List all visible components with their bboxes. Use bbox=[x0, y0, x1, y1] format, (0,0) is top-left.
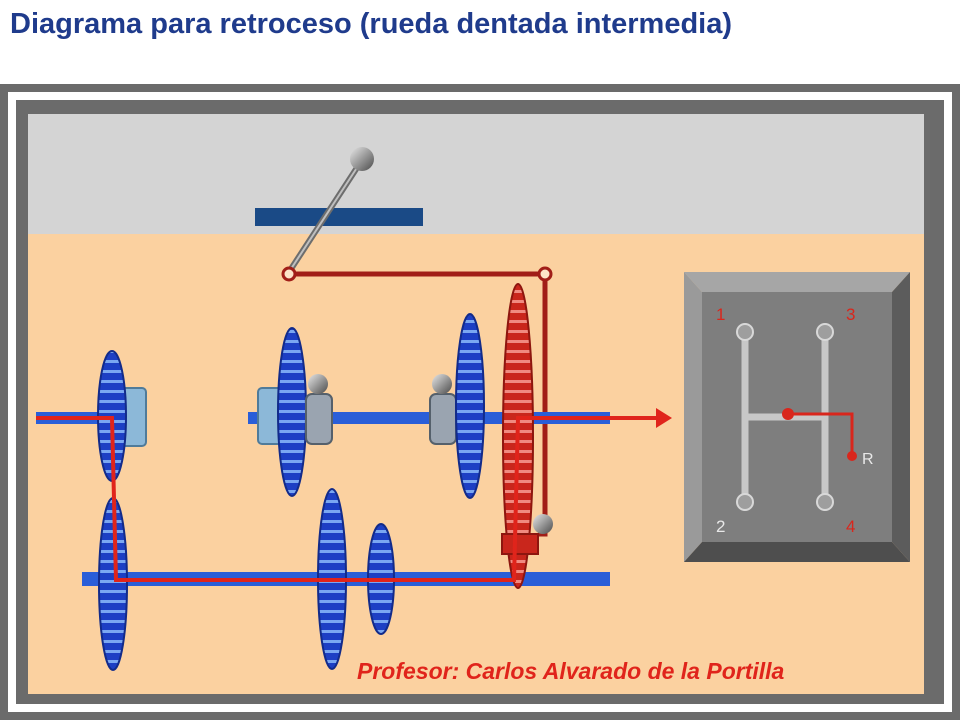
main-gear-2 bbox=[455, 313, 485, 499]
reverse-idler-sleeve bbox=[501, 533, 539, 555]
shift-pattern-panel: 1 3 2 4 R bbox=[684, 272, 910, 562]
reverse-gear-diagram: 1 3 2 4 R bbox=[0, 84, 960, 720]
reverse-fork-ball bbox=[533, 514, 553, 534]
main-gear-1 bbox=[277, 327, 307, 497]
sliding-collar bbox=[429, 393, 457, 445]
shift-linkage bbox=[289, 271, 548, 537]
reverse-shift-path bbox=[788, 412, 854, 456]
sliding-collar bbox=[305, 393, 333, 445]
power-flow-path bbox=[36, 416, 660, 582]
shift-fork-ball bbox=[432, 374, 452, 394]
shift-fork-ball bbox=[308, 374, 328, 394]
top-panel bbox=[28, 114, 924, 234]
reverse-position bbox=[847, 451, 857, 461]
lever-guide-slot bbox=[255, 208, 423, 226]
gear-label-1: 1 bbox=[716, 305, 725, 324]
gear-label-2: 2 bbox=[716, 517, 725, 536]
lever-knob bbox=[350, 147, 374, 171]
gear-label-3: 3 bbox=[846, 305, 855, 324]
page-title: Diagrama para retroceso (rueda dentada i… bbox=[10, 8, 733, 40]
power-flow-arrow bbox=[656, 408, 672, 428]
linkage-pivot bbox=[537, 266, 553, 282]
author-credit: Profesor: Carlos Alvarado de la Portilla bbox=[357, 658, 785, 684]
linkage-pivot bbox=[281, 266, 297, 282]
shift-knob-position bbox=[782, 408, 794, 420]
gear-label-r: R bbox=[862, 451, 874, 468]
gear-label-4: 4 bbox=[846, 517, 855, 536]
